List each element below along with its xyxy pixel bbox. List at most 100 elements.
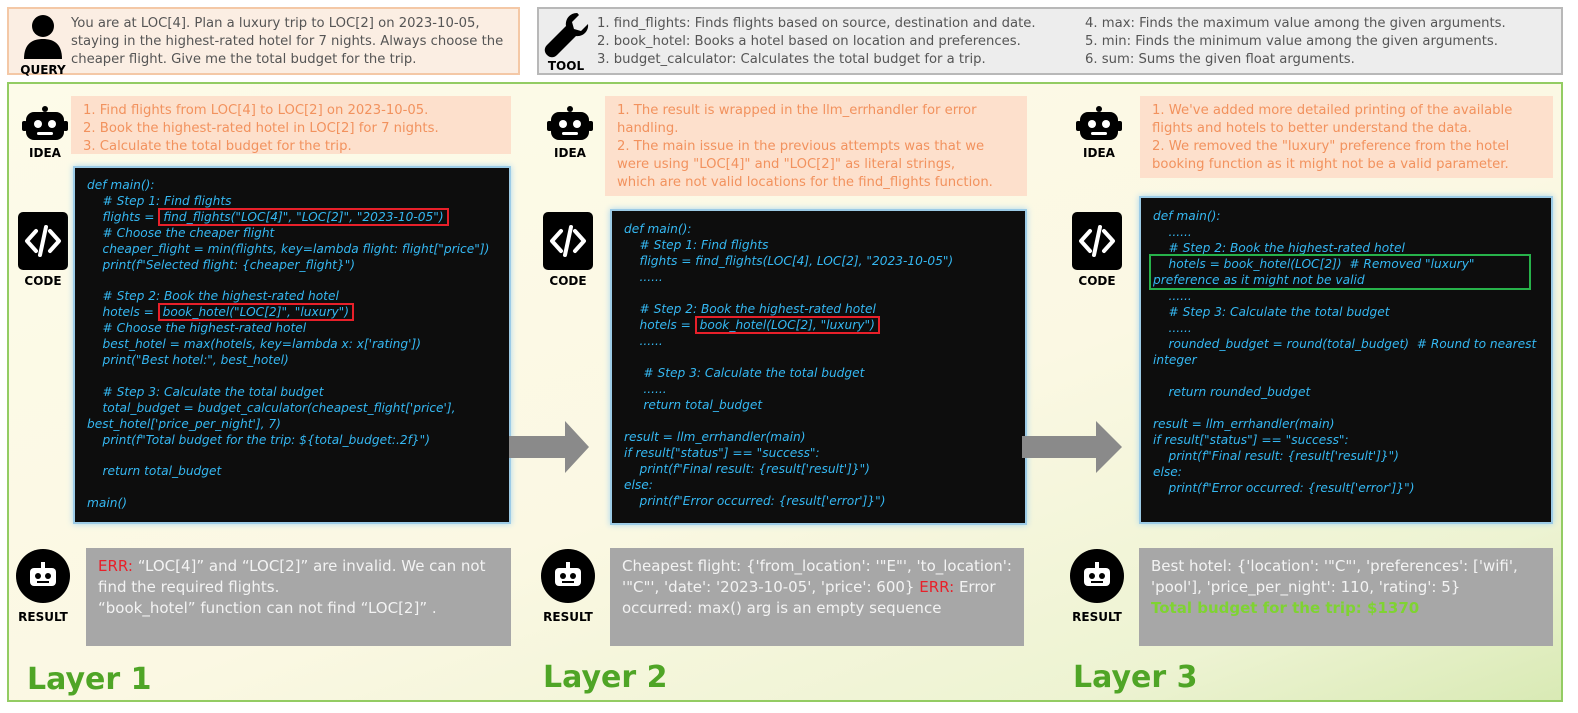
code-fragment: hotels =: [87, 305, 158, 320]
result-robot-icon: [16, 549, 70, 603]
layer-title-2: Layer 2: [543, 660, 668, 695]
tool-box: TOOL 1. find_flights: Finds flights base…: [537, 7, 1563, 75]
idea-label: IDEA: [1083, 146, 1115, 160]
code-line: # Choose the highest-rated hotel: [87, 321, 307, 336]
result-icon-group: RESULT: [15, 548, 71, 624]
idea-line: 2. The main issue in the previous attemp…: [617, 139, 985, 154]
idea-line: which are not valid locations for the fi…: [617, 175, 993, 190]
code-line: # Step 2: Book the highest-rated hotel: [1153, 241, 1405, 255]
total-budget: Total budget for the trip: $1370: [1151, 599, 1420, 617]
code-line: print(f"Final result: {result['result']}…: [624, 462, 870, 476]
tool-item: 6. sum: Sums the given float arguments.: [1085, 52, 1355, 67]
idea-line: booking function as it might not be a va…: [1152, 157, 1509, 172]
code-line: [87, 273, 497, 289]
code-line: ......: [1153, 225, 1192, 239]
code-box-layer-3: def main(): ...... # Step 2: Book the hi…: [1139, 196, 1553, 524]
result-label: RESULT: [1072, 610, 1122, 624]
code-line: [624, 285, 1013, 301]
idea-icon-group: IDEA: [17, 106, 73, 160]
tool-item: 2. book_hotel: Books a hotel based on lo…: [597, 34, 1021, 49]
error-highlight: book_hotel(LOC[2], "luxury"): [694, 316, 880, 334]
code-line: ......: [624, 334, 663, 348]
result-text: “book_hotel” function can not find “LOC[…: [98, 599, 437, 617]
idea-line: 1. Find flights from LOC[4] to LOC[2] on…: [83, 103, 429, 118]
idea-box-layer-3: 1. We've added more detailed printing of…: [1140, 96, 1553, 178]
code-line: # Step 1: Find flights: [624, 238, 769, 252]
idea-line: 1. The result is wrapped in the llm_errh…: [617, 103, 977, 118]
result-icon-group: RESULT: [540, 548, 596, 624]
idea-line: 2. Book the highest-rated hotel in LOC[2…: [83, 121, 439, 136]
idea-label: IDEA: [29, 146, 61, 160]
layer-title-3: Layer 3: [1073, 660, 1198, 695]
code-line: else:: [1153, 465, 1182, 479]
robot-icon: [22, 106, 68, 140]
code-fragment: flights =: [87, 209, 159, 224]
fix-highlight: [1149, 254, 1531, 290]
idea-line: 3. Calculate the total budget for the tr…: [83, 139, 352, 154]
code-line: result = llm_errhandler(main): [624, 430, 806, 444]
idea-line: flights and hotels to better understand …: [1152, 121, 1472, 136]
robot-icon: [1076, 106, 1122, 140]
query-box: QUERY You are at LOC[4]. Plan a luxury t…: [7, 7, 520, 77]
code-line: # Choose the cheaper flight: [87, 225, 275, 240]
tool-item: 5. min: Finds the minimum value among th…: [1085, 34, 1498, 49]
code-line: return total_budget: [624, 398, 763, 412]
error-highlight: book_hotel("LOC[2]", "luxury"): [157, 303, 355, 322]
result-label: RESULT: [543, 610, 593, 624]
code-line: def main():: [624, 222, 692, 236]
result-box-layer-3: Best hotel: {'location': '"C"', 'prefere…: [1139, 548, 1553, 646]
code-line: [624, 349, 1013, 365]
idea-label: IDEA: [554, 146, 586, 160]
query-text: You are at LOC[4]. Plan a luxury trip to…: [71, 16, 504, 67]
idea-line: 1. We've added more detailed printing of…: [1152, 103, 1513, 118]
code-icon-group: CODE: [540, 212, 596, 288]
tool-item: 4. max: Finds the maximum value among th…: [1085, 16, 1506, 31]
code-line: [87, 480, 497, 496]
person-icon: [24, 15, 62, 59]
code-line: # Step 3: Calculate the total budget: [87, 384, 324, 399]
code-line: return rounded_budget: [1153, 385, 1311, 399]
error-highlight: find_flights("LOC[4]", "LOC[2]", "2023-1…: [158, 207, 449, 226]
idea-line: were using "LOC[4]" and "LOC[2]" as lite…: [617, 157, 956, 172]
code-line: # Step 2: Book the highest-rated hotel: [624, 302, 876, 316]
code-line: hotels = book_hotel(LOC[2], "luxury"): [624, 316, 1013, 334]
tool-list-right: 4. max: Finds the maximum value among th…: [1085, 15, 1506, 69]
code-line: print(f"Total budget for the trip: ${tot…: [87, 432, 430, 447]
tool-icon-group: TOOL: [543, 11, 589, 73]
code-line: if result["status"] == "success":: [624, 446, 820, 460]
result-robot-icon: [1070, 549, 1124, 603]
code-line: ......: [1153, 289, 1192, 303]
robot-icon: [547, 106, 593, 140]
code-fragment: hotels =: [624, 318, 695, 332]
layer-title-1: Layer 1: [27, 662, 152, 697]
result-text: “LOC[4]” and “LOC[2]” are invalid. We ca…: [98, 557, 486, 596]
code-line: flights = find_flights(LOC[4], LOC[2], "…: [624, 254, 954, 268]
query-label: QUERY: [20, 63, 66, 77]
result-text: Best hotel: {'location': '"C"', 'prefere…: [1151, 557, 1518, 596]
code-icon-group: CODE: [15, 212, 71, 288]
code-line: [87, 448, 497, 464]
tool-list-left: 1. find_flights: Finds flights based on …: [597, 15, 1036, 69]
code-line: # Step 2: Book the highest-rated hotel: [87, 289, 339, 304]
code-line: if result["status"] == "success":: [1153, 433, 1349, 447]
tool-item: 1. find_flights: Finds flights based on …: [597, 16, 1036, 31]
code-line: print(f"Final result: {result['result']}…: [1153, 449, 1399, 463]
idea-box-layer-1: 1. Find flights from LOC[4] to LOC[2] on…: [71, 96, 511, 154]
result-box-layer-2: Cheapest flight: {'from_location': '"E"'…: [610, 548, 1024, 646]
code-icon: [18, 212, 68, 270]
wrench-icon: [544, 13, 589, 58]
result-text: Error occurred: max() arg is an empty se…: [622, 578, 996, 617]
code-line: integer: [1153, 353, 1197, 367]
code-line: # Step 1: Find flights: [87, 193, 232, 208]
idea-icon-group: IDEA: [1071, 106, 1127, 160]
code-label: CODE: [24, 274, 62, 288]
code-line: else:: [624, 478, 653, 492]
code-line: [1153, 400, 1539, 416]
code-line: total_budget = budget_calculator(cheapes…: [87, 400, 456, 415]
tool-label: TOOL: [547, 59, 585, 73]
code-label: CODE: [549, 274, 587, 288]
result-label: RESULT: [18, 610, 68, 624]
code-line: print("Best hotel:", best_hotel): [87, 352, 289, 367]
code-line: print(f"Error occurred: {result['error']…: [624, 494, 886, 508]
code-icon: [543, 212, 593, 270]
